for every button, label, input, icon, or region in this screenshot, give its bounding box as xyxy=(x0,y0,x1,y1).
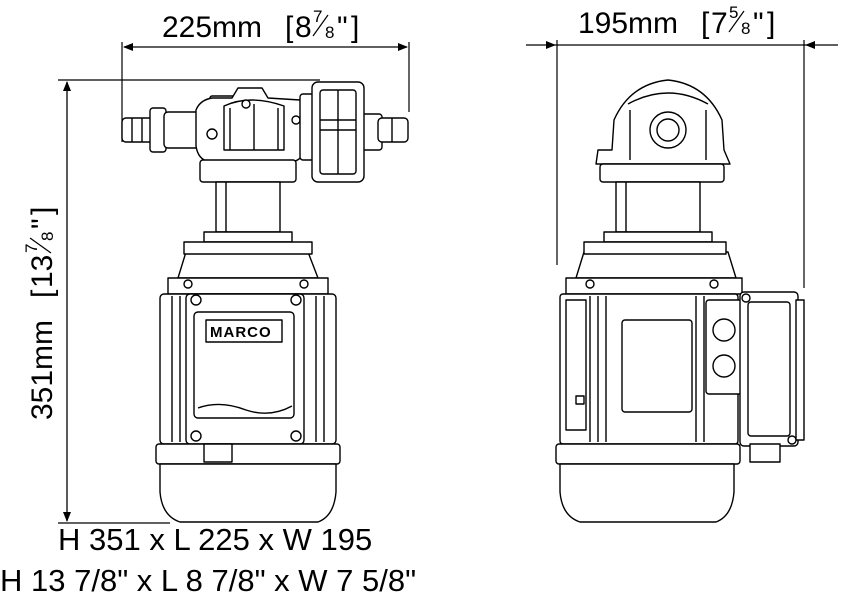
width-side-mm-label: 225mm xyxy=(162,11,262,44)
svg-text:[: [ xyxy=(701,7,710,40)
svg-text:]: ] xyxy=(26,207,59,215)
height-inch-whole: 13 xyxy=(26,255,59,288)
width-front-inch-whole: 7 xyxy=(711,7,728,40)
pump-side-inlet-port xyxy=(121,107,167,153)
height-mm-label: 351mm xyxy=(26,320,59,420)
dimension-width-front: 195mm [ 7 5 8 " ] xyxy=(526,3,838,288)
brand-plate: MARCO xyxy=(205,319,283,343)
dimensions-caption-metric: H 351 x L 225 x W 195 xyxy=(58,522,373,557)
pump-front-view xyxy=(555,79,805,523)
svg-text:[: [ xyxy=(285,11,294,44)
height-inch-num: 7 xyxy=(22,244,41,253)
width-side-inch-whole: 8 xyxy=(295,11,312,44)
width-front-inch-den: 8 xyxy=(741,19,750,38)
width-side-inch-num: 7 xyxy=(313,7,322,26)
width-front-inch-quote: " xyxy=(753,7,764,40)
svg-text:]: ] xyxy=(767,7,775,40)
width-front-mm-label: 195mm xyxy=(578,7,678,40)
pump-side-view: MARCO xyxy=(121,81,409,523)
dimensions-caption-imperial: H 13 7/8" x L 8 7/8" x W 7 5/8" xyxy=(0,563,417,598)
width-side-inch-den: 8 xyxy=(325,23,334,42)
svg-text:[: [ xyxy=(26,289,59,298)
height-inch-den: 8 xyxy=(38,232,57,241)
width-side-inch-quote: " xyxy=(337,11,348,44)
svg-text:]: ] xyxy=(351,11,359,44)
dimension-width-side: 225mm [ 8 7 8 " ] xyxy=(121,7,410,142)
brand-plate-text: MARCO xyxy=(210,324,272,341)
width-front-inch-num: 5 xyxy=(729,3,738,22)
pump-side-outlet-port xyxy=(359,113,409,151)
height-inch-quote: " xyxy=(26,218,59,229)
dimension-height: 351mm [ 13 7 8 " ] xyxy=(22,79,320,524)
